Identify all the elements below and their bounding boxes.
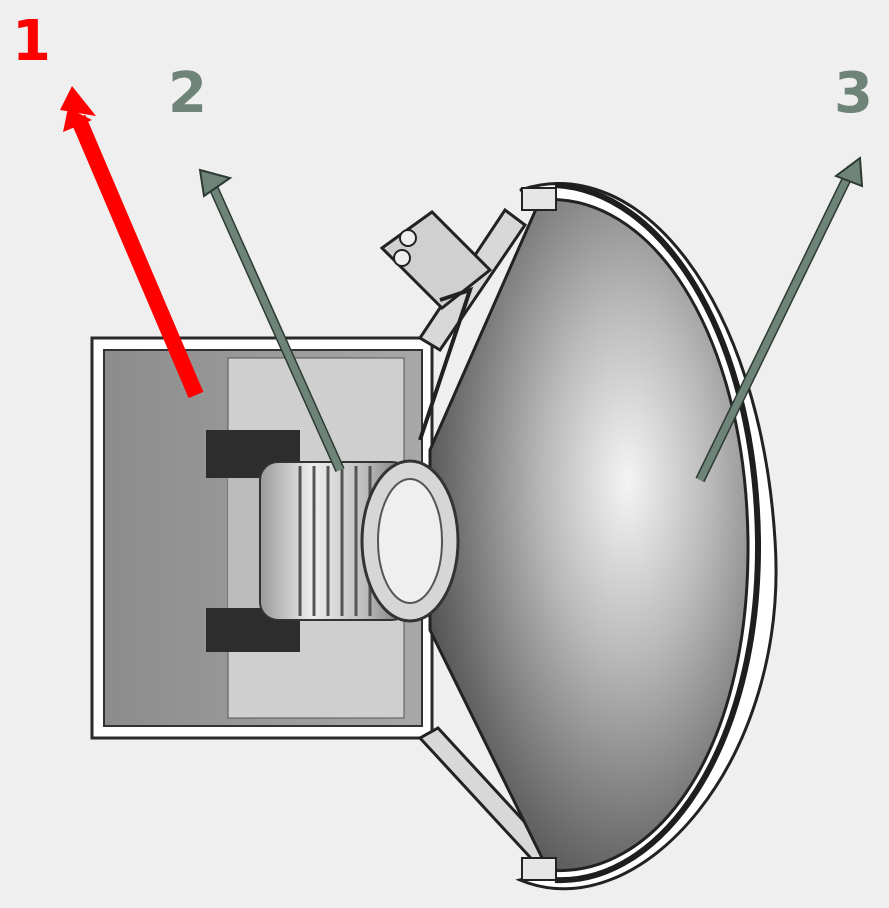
label-2: 2 (168, 61, 207, 126)
terminal-block (379, 210, 493, 441)
arrow-3-gray (695, 156, 864, 483)
arrow-1-red (60, 86, 204, 399)
label-1: 1 (12, 9, 51, 74)
voice-coil (259, 459, 460, 623)
label-3: 3 (834, 61, 873, 126)
arrow-2-gray (198, 168, 345, 473)
cone-diaphragm (428, 182, 778, 891)
